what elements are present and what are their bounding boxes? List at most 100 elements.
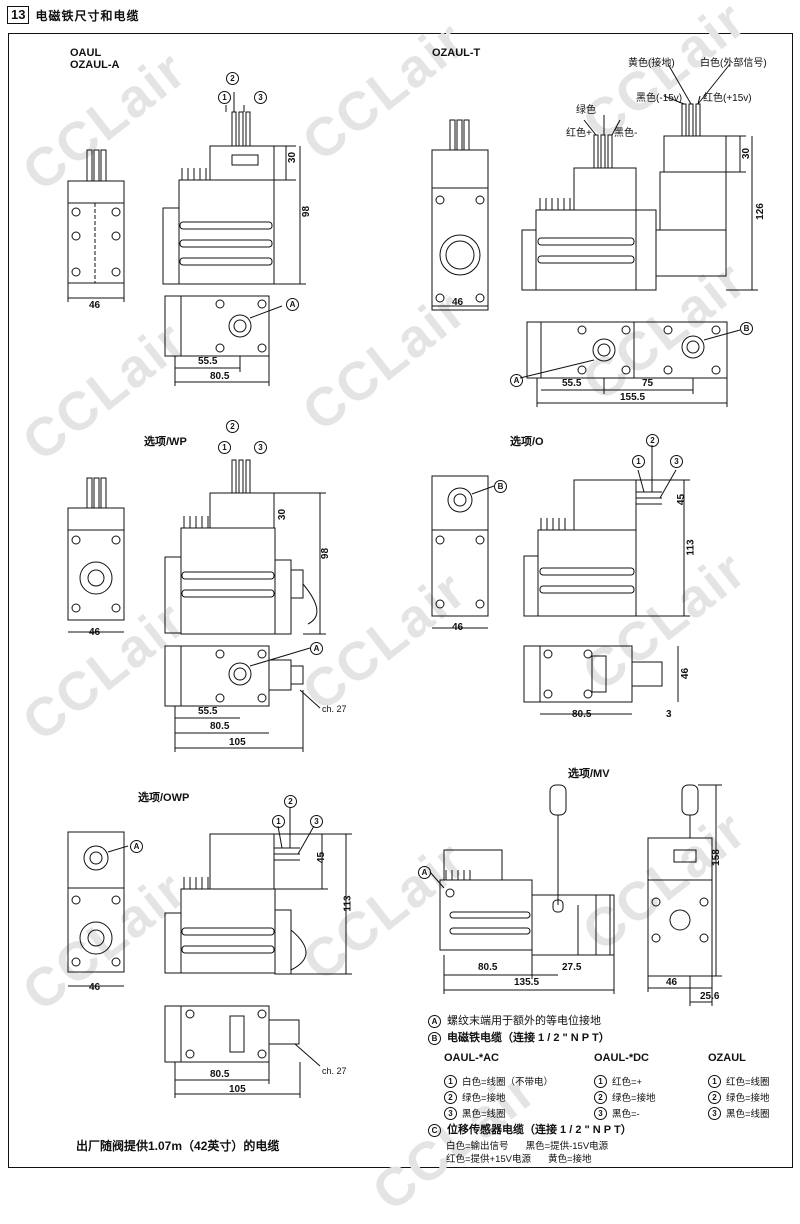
legend-dc-item: 2 绿色=接地 — [594, 1090, 656, 1104]
wp-side-view — [164, 459, 326, 635]
legend-ac-item-text: 白色=线圈（不带电） — [462, 1077, 554, 1088]
dim-80-5: 80.5 — [210, 721, 230, 732]
legend-col-ac: OAUL-*AC — [444, 1052, 499, 1064]
section-header: 13 电磁铁尺寸和电缆 — [7, 5, 139, 25]
callout-3: 3 — [708, 1106, 721, 1120]
callout-a: A — [428, 1015, 441, 1028]
sensor-line-2: 红色=提供+15V电源 黄色=接地 — [446, 1151, 592, 1165]
dim-80-5: 80.5 — [572, 709, 592, 720]
dim-46: 46 — [452, 622, 464, 633]
callout-a: A — [418, 866, 431, 879]
dim-55-5: 55.5 — [198, 356, 218, 367]
wire-label-red-plus: 红色+ — [566, 128, 592, 139]
sensor-line-1: 白色=输出信号 黑色=提供-15V电源 — [446, 1138, 608, 1152]
legend-dc-item: 3 黑色=- — [594, 1106, 640, 1120]
o-side-view — [523, 445, 690, 617]
view-label-wp: 选项/WP — [144, 436, 187, 448]
dim-30: 30 — [741, 147, 753, 160]
wire-label-black-minus: 黑色- — [614, 128, 638, 139]
callout-1: 1 — [708, 1074, 721, 1088]
wire-label-red-15v: 红色(+15v) — [703, 93, 752, 104]
callout-2: 2 — [708, 1090, 721, 1104]
mv-front-view — [647, 784, 722, 1006]
callout-1: 1 — [218, 91, 231, 104]
wp-front-view — [67, 477, 125, 633]
callout-a: A — [510, 374, 523, 387]
wp-bottom-view — [164, 645, 321, 752]
dim-75: 75 — [642, 378, 654, 389]
dim-46: 46 — [680, 667, 692, 680]
callout-3: 3 — [254, 441, 267, 454]
owp-front-view — [67, 831, 129, 987]
dim-45: 45 — [676, 493, 688, 506]
dim-46: 46 — [89, 627, 101, 638]
dim-ch27: ch. 27 — [322, 704, 347, 714]
dim-98: 98 — [320, 547, 332, 560]
dim-55-5: 55.5 — [198, 706, 218, 717]
sensor-ground-text: 黄色=接地 — [548, 1154, 592, 1165]
dim-ch27: ch. 27 — [322, 1066, 347, 1076]
callout-b: B — [494, 480, 507, 493]
ozaul-t-front-view — [431, 119, 489, 311]
section-title: 电磁铁尺寸和电缆 — [35, 8, 140, 23]
callout-2: 2 — [226, 420, 239, 433]
legend-b-row: B 电磁铁电缆（连接 1 / 2 " N P T） — [428, 1030, 610, 1047]
dim-46: 46 — [452, 297, 464, 308]
dim-158: 158 — [710, 849, 722, 866]
drawing-frame — [8, 33, 793, 1168]
legend-dc-item-text: 黑色=- — [612, 1109, 640, 1120]
sensor-minus15-text: 黑色=提供-15V电源 — [525, 1141, 609, 1152]
o-front-view — [431, 475, 495, 629]
callout-3: 3 — [594, 1106, 607, 1120]
callout-2: 2 — [444, 1090, 457, 1104]
callout-3: 3 — [310, 815, 323, 828]
legend-ozaul-item-text: 黑色=线圈 — [726, 1109, 770, 1120]
footer-note: 出厂随阀提供1.07m（42英寸）的电缆 — [76, 1139, 280, 1153]
dim-126: 126 — [754, 203, 766, 220]
wire-label-white: 白色(外部信号) — [700, 58, 767, 69]
callout-b: B — [428, 1032, 441, 1045]
oaul-front-view — [67, 149, 125, 302]
dim-105: 105 — [229, 1084, 246, 1095]
dim-113: 113 — [342, 895, 354, 912]
wire-label-yellow: 黄色(接地) — [628, 58, 675, 69]
dim-30: 30 — [287, 151, 299, 164]
dim-55-5: 55.5 — [562, 378, 582, 389]
view-label-owp: 选项/OWP — [138, 792, 190, 804]
ozaul-t-side-view — [521, 63, 758, 291]
owp-side-view — [164, 808, 352, 975]
view-label-mv: 选项/MV — [568, 768, 610, 780]
callout-1: 1 — [594, 1074, 607, 1088]
dim-3: 3 — [666, 709, 672, 720]
legend-b-text: 电磁铁电缆（连接 1 / 2 " N P T） — [447, 1032, 610, 1044]
technical-drawing — [67, 63, 758, 1098]
dim-98: 98 — [301, 205, 313, 218]
o-bottom-view — [523, 645, 679, 715]
legend-col-ozaul: OZAUL — [708, 1052, 746, 1064]
callout-3: 3 — [670, 455, 683, 468]
callout-2: 2 — [594, 1090, 607, 1104]
dim-155-5: 155.5 — [620, 392, 646, 403]
legend-dc-item-text: 绿色=接地 — [612, 1093, 656, 1104]
callout-a: A — [286, 298, 299, 311]
dim-46: 46 — [89, 300, 101, 311]
legend-c-text: 位移传感器电缆（连接 1 / 2 " N P T） — [447, 1124, 632, 1136]
legend-col-dc: OAUL-*DC — [594, 1052, 649, 1064]
callout-2: 2 — [646, 434, 659, 447]
dim-80-5: 80.5 — [210, 1069, 230, 1080]
dim-105: 105 — [229, 737, 246, 748]
dim-80-5: 80.5 — [478, 962, 498, 973]
callout-2: 2 — [284, 795, 297, 808]
oaul-bottom-view — [164, 295, 283, 386]
sensor-output-text: 白色=输出信号 — [446, 1141, 509, 1152]
callout-b: B — [740, 322, 753, 335]
callout-1: 1 — [218, 441, 231, 454]
callout-3: 3 — [254, 91, 267, 104]
dim-25-6: 25.6 — [700, 991, 720, 1002]
dim-80-5: 80.5 — [210, 371, 230, 382]
dim-113: 113 — [685, 539, 697, 556]
